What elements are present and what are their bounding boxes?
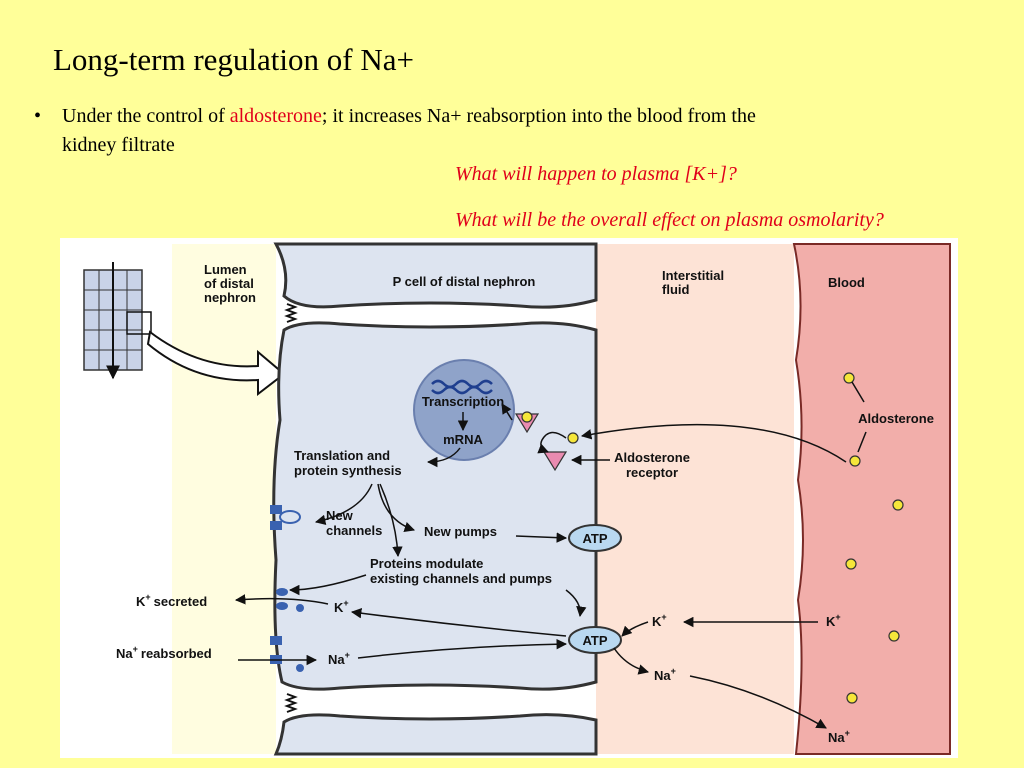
interstitial-region (596, 244, 794, 754)
na-interstitial-label: Na+ (654, 666, 676, 683)
tubule-icon (68, 244, 172, 384)
mrna-label: mRNA (443, 432, 483, 447)
tight-junction-bottom (284, 693, 298, 713)
bullet-prefix: Under the control of (62, 105, 230, 127)
tight-junction-top (284, 303, 298, 323)
atp-label: ATP (582, 531, 607, 546)
atp-label: ATP (582, 633, 607, 648)
atp-pump-icon (568, 626, 622, 654)
na-blood-label: Na+ (828, 728, 850, 745)
k-interstitial-label: K+ (652, 612, 667, 629)
upper-cell (273, 242, 598, 309)
k-label: K+ (334, 598, 349, 615)
aldosterone-highlight: aldosterone (229, 105, 322, 127)
k-blood-label: K+ (826, 612, 841, 629)
aldosterone-molecule-icon (567, 432, 579, 444)
aldosterone-molecule-icon (845, 558, 857, 570)
aldosterone-molecule-icon (849, 455, 861, 467)
blood-label: Blood (828, 275, 865, 290)
atp-pump-icon (568, 524, 622, 552)
aldosterone-molecule-icon (888, 630, 900, 642)
aldosterone-molecule-icon (846, 692, 858, 704)
na-label: Na+ (328, 650, 350, 667)
lower-cell (273, 713, 598, 756)
bullet-suffix: ; it increases Na+ reabsorption into the… (62, 105, 756, 156)
k-secreted-label: K+secreted (136, 592, 207, 609)
p-cell (272, 321, 598, 691)
dna-icon (431, 379, 493, 389)
p-cell-label: P cell of distal nephron (393, 274, 536, 289)
lumen-region (172, 244, 276, 754)
question-osmolarity: What will be the overall effect on plasm… (455, 209, 884, 231)
slide-title: Long-term regulation of Na+ (53, 42, 414, 77)
aldosterone-molecule-icon (892, 499, 904, 511)
na-reabsorbed-label: Na+reabsorbed (116, 644, 212, 661)
bullet-dot: • (34, 105, 42, 127)
k-channel-icon (276, 588, 304, 612)
receptor-icon (542, 451, 568, 472)
bullet-text: Under the control of aldosterone; it inc… (62, 102, 814, 160)
bullet-item: • Under the control of aldosterone; it i… (34, 102, 814, 160)
aldosterone-bound-icon (521, 411, 533, 423)
aldosterone-label: Aldosterone (858, 411, 934, 426)
nucleus (413, 359, 515, 461)
transcription-label: Transcription (422, 394, 504, 409)
blood-region (792, 243, 951, 755)
new-channel-icon (270, 505, 301, 530)
question-plasma-k: What will happen to plasma [K+]? (455, 163, 737, 185)
aldosterone-molecule-icon (843, 372, 855, 384)
zoom-arrow (146, 330, 286, 397)
new-pumps-label: New pumps (424, 524, 497, 539)
